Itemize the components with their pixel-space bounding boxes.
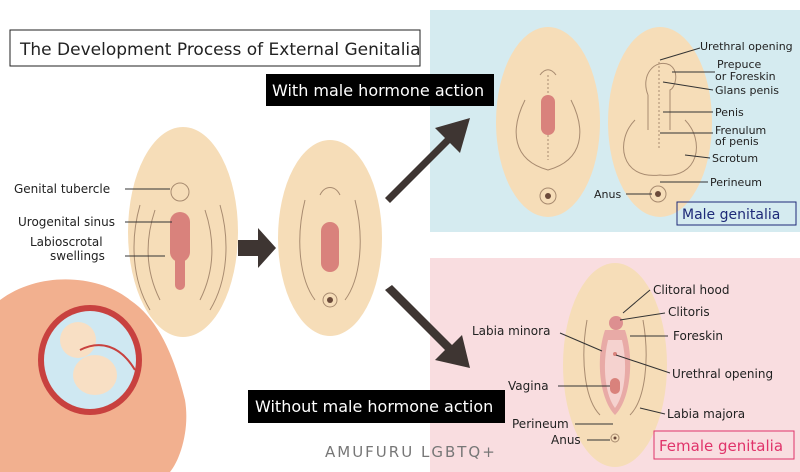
label-perineum-male: Perineum [710, 176, 762, 189]
label-clitoral-hood: Clitoral hood [653, 283, 729, 297]
label-urethral-opening-female: Urethral opening [672, 367, 773, 381]
arrow-down-right-icon [385, 285, 470, 368]
label-clitoris: Clitoris [668, 305, 710, 319]
male-genitalia-illustration [608, 27, 712, 217]
label-labia-majora: Labia majora [667, 407, 745, 421]
watermark: AMUFURU LGBTQ+ [325, 443, 497, 461]
male-caption: Male genitalia [682, 207, 780, 223]
male-caption-box [676, 201, 797, 226]
male-action-label: With male hormone action [272, 81, 484, 100]
male-action-label-box [266, 74, 494, 106]
label-vagina: Vagina [508, 379, 549, 393]
female-caption: Female genitalia [659, 437, 783, 455]
label-foreskin: Foreskin [673, 329, 723, 343]
label-anus-male: Anus [594, 188, 621, 201]
label-frenulum-1: Frenulum [715, 124, 766, 137]
label-perineum-female: Perineum [512, 417, 569, 431]
arrow-right-icon [238, 228, 276, 268]
title-box: The Development Process of External Geni… [9, 29, 421, 67]
label-anus-female: Anus [551, 433, 581, 447]
female-action-label-box [248, 390, 505, 423]
page-title: The Development Process of External Geni… [19, 40, 421, 60]
label-prepuce-2: or Foreskin [715, 70, 776, 83]
label-prepuce-1: Prepuce [717, 58, 761, 71]
label-frenulum-2: of penis [715, 135, 759, 148]
female-caption-box [653, 430, 795, 460]
label-glans-penis: Glans penis [715, 84, 779, 97]
label-labioscrotal-1: Labioscrotal [30, 235, 103, 249]
male-intermediate-illustration [496, 27, 600, 217]
label-genital-tubercle: Genital tubercle [14, 182, 110, 196]
arrow-up-right-icon [385, 118, 470, 203]
label-urogenital-sinus: Urogenital sinus [18, 215, 115, 229]
early-stage-illustration [128, 127, 238, 337]
indifferent-stage-illustration [278, 140, 382, 336]
female-action-label: Without male hormone action [255, 397, 493, 416]
label-scrotum: Scrotum [712, 152, 758, 165]
label-labioscrotal-2: swellings [50, 249, 105, 263]
label-labia-minora: Labia minora [472, 324, 550, 338]
female-genitalia-illustration [563, 263, 667, 467]
label-urethral-opening-male: Urethral opening [700, 40, 793, 53]
label-penis: Penis [715, 106, 744, 119]
pregnant-figure-illustration [0, 279, 187, 472]
